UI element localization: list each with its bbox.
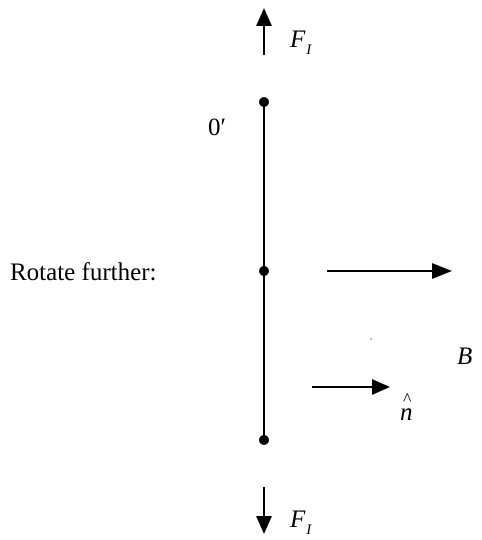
force-bottom-label: FI	[290, 506, 312, 538]
pivot-label: 0′	[208, 114, 226, 141]
pivot-point-top	[259, 97, 269, 107]
speck-mark	[370, 338, 372, 340]
normal-vector-label: n^	[400, 389, 413, 426]
center-point	[259, 266, 269, 276]
force-bottom-arrow	[256, 487, 272, 534]
force-top-label: FI	[290, 26, 312, 58]
force-top-arrow	[256, 8, 272, 55]
pivot-point-bottom	[259, 435, 269, 445]
normal-vector-arrow	[312, 379, 390, 395]
caption-text: Rotate further:	[10, 259, 157, 286]
field-arrow	[327, 263, 452, 279]
field-label: B	[457, 343, 473, 370]
